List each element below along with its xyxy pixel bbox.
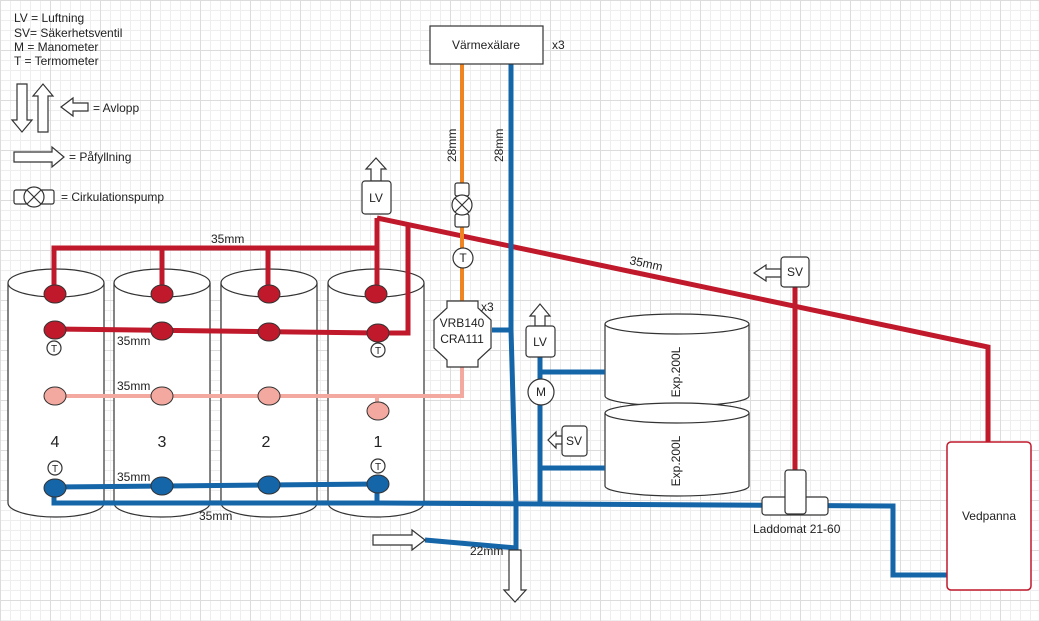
heat-exchanger-count: x3	[552, 38, 565, 52]
sv-box	[561, 425, 588, 457]
drain-arrow-icon	[547, 430, 563, 450]
legend: LV = Luftning SV= Säkerhetsventil M = Ma…	[10, 11, 164, 208]
cold-main-pipe	[376, 500, 947, 578]
tank-number-4: 4	[51, 434, 60, 451]
fill-pipe	[424, 537, 517, 551]
arrow-up-icon	[31, 83, 55, 133]
lv-box	[361, 180, 392, 215]
fill-arrow-icon	[372, 528, 426, 552]
pump-icon	[13, 186, 55, 208]
manometer	[527, 378, 555, 406]
thermometer-label: T	[375, 346, 381, 357]
expansion-label-upper: Exp.200L	[669, 346, 683, 397]
pipe-label-28mm: 28mm	[445, 129, 459, 162]
warm-connections	[43, 386, 390, 421]
boiler-label: Vedpanna	[962, 509, 1016, 523]
valve-model-line2: CRA111	[440, 332, 484, 346]
arrow-right-icon	[13, 145, 65, 169]
legend-avlopp: = Avlopp	[93, 101, 139, 115]
legend-cirkulationspump: = Cirkulationspump	[61, 190, 164, 204]
pipe-label-35mm: 35mm	[628, 253, 664, 274]
sv-label: SV	[787, 265, 803, 279]
expansion-tank-upper	[604, 313, 750, 407]
thermometer-label: T	[51, 344, 57, 355]
valve-model-line1: VRB140	[440, 316, 485, 330]
expansion-label-lower: Exp.200L	[669, 435, 683, 486]
pipe-label-35mm: 35mm	[117, 470, 150, 484]
circulation-pump-icon	[451, 182, 473, 228]
tank-thermometers: T T T T	[46, 340, 386, 476]
vent-arrow-icon	[528, 303, 552, 327]
laddomat-unit	[761, 469, 829, 516]
pipe-label-22mm: 22mm	[470, 544, 503, 558]
manometer-label: M	[536, 385, 546, 399]
cold-connections	[43, 474, 390, 498]
pipe-label-35mm: 35mm	[199, 509, 232, 523]
legend-lv: LV = Luftning	[14, 11, 84, 25]
pipe-label-35mm: 35mm	[117, 334, 150, 348]
legend-m: M = Manometer	[14, 40, 98, 54]
thermometer-label: T	[375, 462, 381, 473]
sv-box	[780, 256, 810, 288]
legend-t: T = Termometer	[14, 54, 99, 68]
lv-label: LV	[369, 191, 383, 205]
thermometer-label: T	[459, 251, 467, 265]
thermometer-label: T	[52, 464, 58, 475]
laddomat-label: Laddomat 21-60	[753, 522, 841, 536]
heat-exchanger-box	[429, 25, 544, 65]
hot-top-connections	[43, 284, 388, 304]
hot-main-pipe	[376, 215, 991, 442]
arrow-down-icon	[10, 83, 34, 133]
expansion-tank-lower	[604, 402, 750, 497]
hot-manifold-pipe	[53, 225, 411, 336]
pipe-label-28mm: 28mm	[492, 129, 506, 162]
lv-box	[525, 325, 556, 358]
legend-pafyllning: = Påfyllning	[69, 150, 131, 164]
tank-number-1: 1	[374, 434, 383, 451]
pipe-label-35mm: 35mm	[211, 232, 244, 246]
pipe-label-35mm: 35mm	[117, 379, 150, 393]
heat-exchanger-label: Värmexälare	[452, 38, 520, 52]
hot-mid-connections	[43, 320, 390, 343]
exchanger-thermometer	[452, 247, 474, 269]
drain-down-arrow-icon	[502, 549, 528, 603]
hot-header-pipe	[51, 218, 380, 295]
tank-number-2: 2	[262, 434, 271, 451]
tank-number-3: 3	[158, 434, 167, 451]
lv-label: LV	[533, 335, 547, 349]
vent-arrow-icon	[364, 157, 388, 182]
arrow-left-icon	[60, 96, 89, 118]
valve-count: x3	[481, 300, 494, 314]
legend-sv: SV= Säkerhetsventil	[14, 26, 122, 40]
boiler-box	[946, 441, 1032, 591]
mixing-valve	[433, 300, 492, 368]
sv-label: SV	[566, 434, 582, 448]
drain-arrow-icon	[752, 263, 782, 283]
